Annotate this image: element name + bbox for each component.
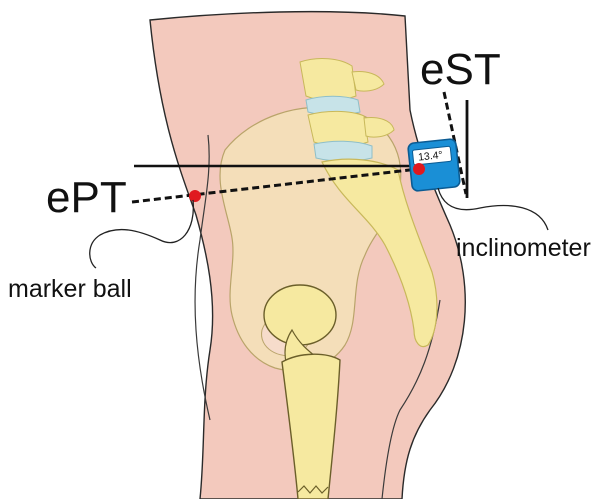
marker-ball-anterior	[189, 190, 201, 202]
est-label: eST	[420, 45, 501, 94]
marker-ball-label: marker ball	[8, 275, 132, 303]
vertebra-upper	[300, 59, 356, 101]
femoral-head	[264, 285, 336, 345]
inclinometer-readout: 13.4°	[418, 149, 444, 164]
marker-ball-posterior	[413, 163, 425, 175]
inclinometer-label: inclinometer	[456, 234, 591, 262]
ept-label: ePT	[46, 173, 127, 222]
intervertebral-disc-2	[314, 141, 372, 161]
inclinometer-leader-line	[438, 188, 548, 230]
